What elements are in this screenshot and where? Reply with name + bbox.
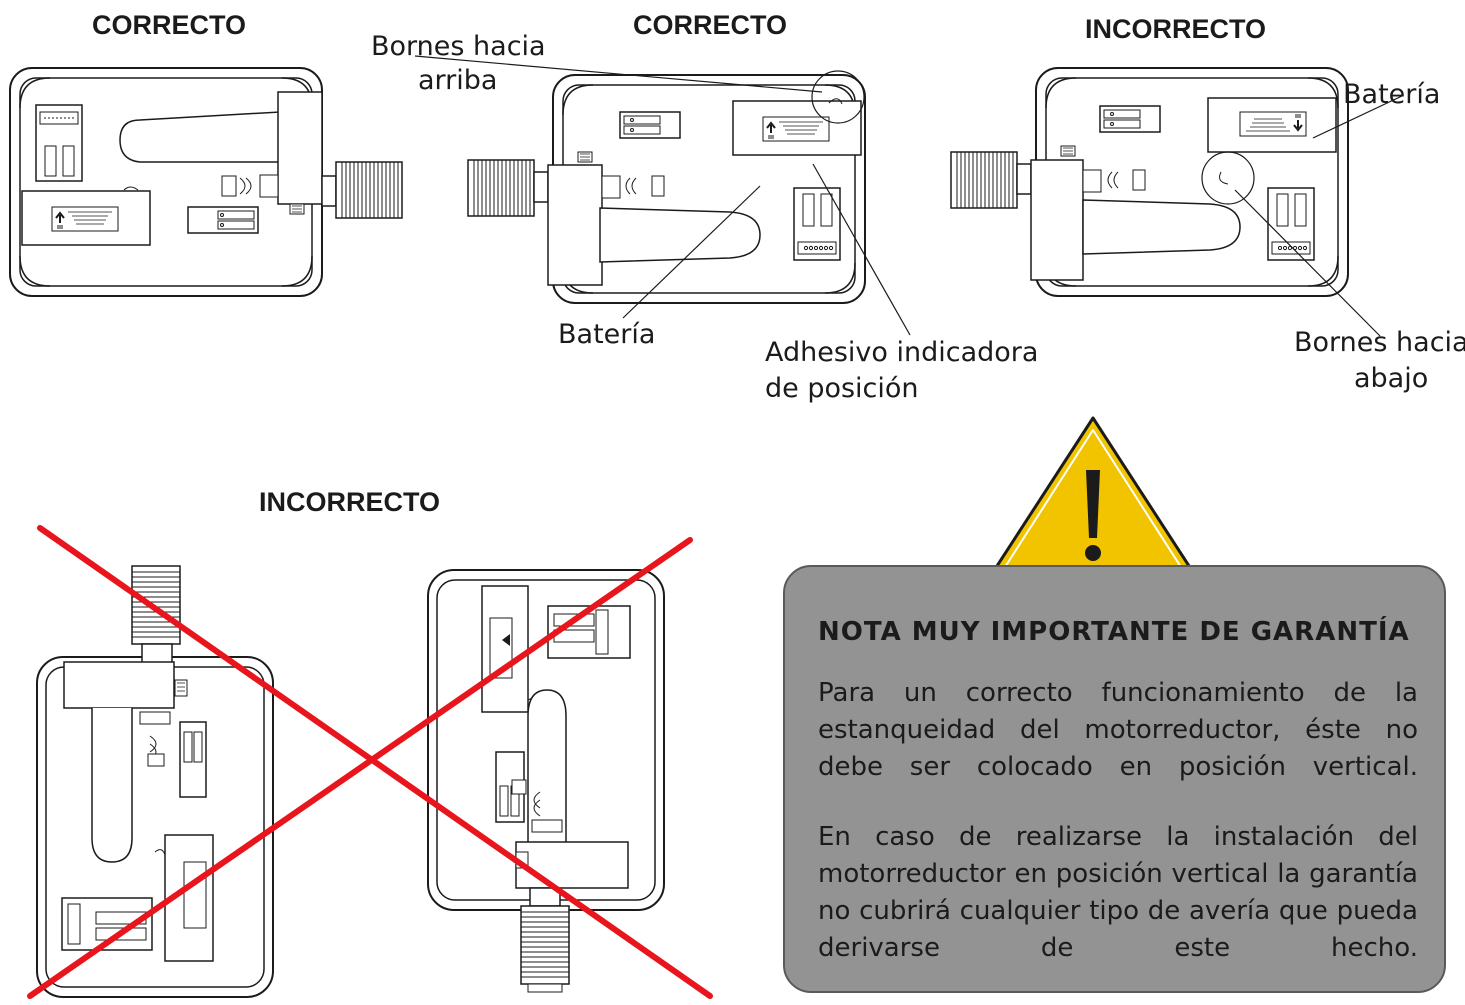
figure-correcto-center: [467, 70, 866, 304]
heading-incorrecto-bottom: INCORRECTO: [259, 487, 441, 517]
warranty-note-paragraph-1: Para un correcto funcionamiento de la es…: [818, 678, 1418, 782]
callout-adhesivo-line1: Adhesivo indicadora: [765, 337, 1039, 368]
heading-correcto-center: CORRECTO: [633, 10, 788, 40]
heading-incorrecto-right: INCORRECTO: [1085, 14, 1267, 44]
warranty-note-box: NOTA MUY IMPORTANTE DE GARANTÍA Para un …: [783, 565, 1446, 993]
red-cross-icon: [27, 525, 713, 999]
warranty-note-paragraph-2: En caso de realizarse la instalación del…: [818, 822, 1418, 963]
leader-lines: [414, 55, 1403, 337]
callout-bateria-center: Batería: [558, 319, 656, 350]
callout-bateria-right: Batería: [1343, 79, 1441, 110]
figure-correcto-left: [9, 67, 403, 297]
callout-bornes-abajo-line2: abajo: [1354, 363, 1429, 394]
callout-bornes-abajo-line1: Bornes hacia: [1294, 327, 1465, 358]
callout-bornes-arriba-line1: Bornes hacia: [371, 31, 546, 62]
callout-bornes-arriba-line2: arriba: [418, 65, 498, 96]
warranty-note-title: NOTA MUY IMPORTANTE DE GARANTÍA: [818, 617, 1410, 647]
callout-adhesivo-line2: de posición: [765, 373, 919, 404]
figure-incorrecto-right: [950, 67, 1349, 297]
figure-incorrecto-vertical-right: [427, 569, 665, 993]
warning-triangle-icon: [982, 416, 1204, 588]
heading-correcto-left: CORRECTO: [92, 10, 247, 40]
figure-incorrecto-vertical-left: [36, 565, 274, 998]
